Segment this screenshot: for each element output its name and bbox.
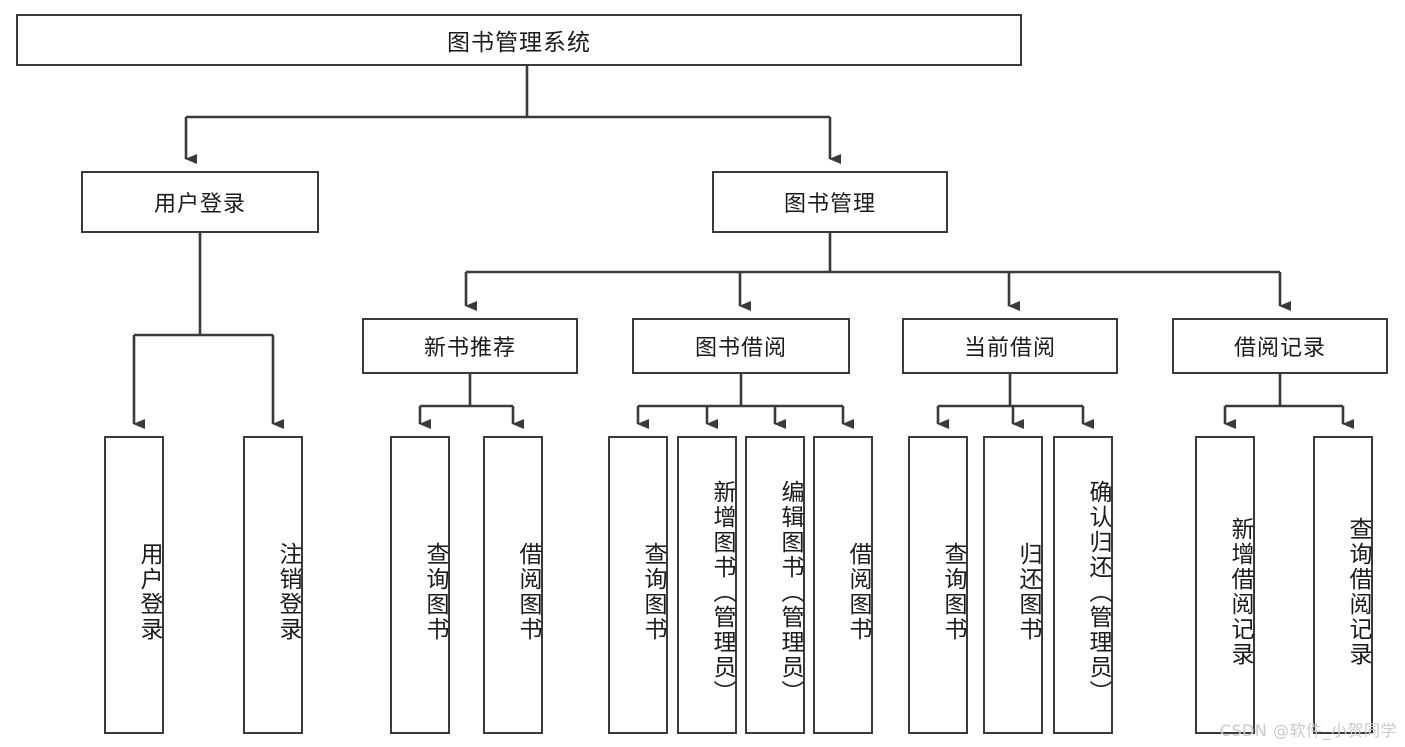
node-root[interactable]: 图书管理系统	[16, 14, 1022, 66]
leaf-label: 借阅图书	[845, 542, 871, 642]
node-root-label: 图书管理系统	[447, 30, 591, 56]
leaf-user-login[interactable]: 用户登录	[104, 436, 164, 734]
leaf-label: 编辑图书（管理员）	[777, 479, 803, 705]
node-current-borrow[interactable]: 当前借阅	[902, 318, 1118, 374]
watermark: CSDN @软件_小贺同学	[1219, 721, 1397, 740]
node-book-management[interactable]: 图书管理	[712, 171, 948, 233]
leaf-label: 确认归还（管理员）	[1085, 479, 1111, 705]
leaf-borrow-book-recommend[interactable]: 借阅图书	[483, 436, 543, 734]
leaf-confirm-return-admin[interactable]: 确认归还（管理员）	[1053, 436, 1113, 734]
leaf-query-book-current[interactable]: 查询图书	[908, 436, 968, 734]
leaf-query-book-borrow[interactable]: 查询图书	[608, 436, 668, 734]
leaf-edit-book-admin[interactable]: 编辑图书（管理员）	[745, 436, 805, 734]
leaf-label: 注销登录	[275, 542, 301, 642]
leaf-borrow-book[interactable]: 借阅图书	[813, 436, 873, 734]
node-current-borrow-label: 当前借阅	[963, 336, 1056, 361]
node-book-management-label: 图书管理	[783, 192, 876, 217]
leaf-label: 用户登录	[136, 542, 162, 642]
node-book-borrow[interactable]: 图书借阅	[632, 318, 850, 374]
leaf-return-book[interactable]: 归还图书	[983, 436, 1043, 734]
leaf-logout-login[interactable]: 注销登录	[243, 436, 303, 734]
node-borrow-record-label: 借阅记录	[1233, 336, 1326, 361]
leaf-label: 查询图书	[940, 542, 966, 642]
leaf-add-borrow-record[interactable]: 新增借阅记录	[1195, 436, 1255, 734]
node-user-login-label: 用户登录	[153, 192, 246, 217]
node-borrow-record[interactable]: 借阅记录	[1172, 318, 1388, 374]
node-user-login[interactable]: 用户登录	[81, 171, 319, 233]
leaf-label: 借阅图书	[515, 542, 541, 642]
leaf-label: 查询图书	[640, 542, 666, 642]
leaf-label: 查询图书	[422, 542, 448, 642]
leaf-query-book-recommend[interactable]: 查询图书	[390, 436, 450, 734]
leaf-label: 查询借阅记录	[1345, 517, 1371, 667]
leaf-add-book-admin[interactable]: 新增图书（管理员）	[677, 436, 737, 734]
leaf-label: 新增图书（管理员）	[709, 479, 735, 705]
leaf-query-borrow-record[interactable]: 查询借阅记录	[1313, 436, 1373, 734]
node-new-book-recommend[interactable]: 新书推荐	[362, 318, 578, 374]
node-book-borrow-label: 图书借阅	[694, 336, 787, 361]
leaf-label: 新增借阅记录	[1227, 517, 1253, 667]
node-new-book-recommend-label: 新书推荐	[423, 336, 516, 361]
leaf-label: 归还图书	[1015, 542, 1041, 642]
